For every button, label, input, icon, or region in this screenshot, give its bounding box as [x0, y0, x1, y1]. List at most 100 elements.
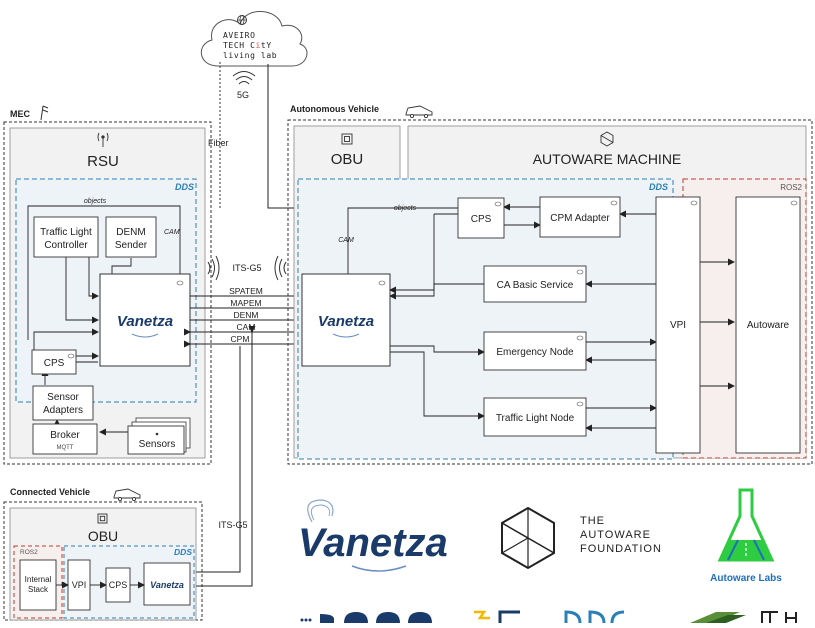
traffic-light-node-label: Traffic Light Node: [496, 413, 575, 424]
emergency-node-box: [483, 331, 587, 371]
ros2-label: ROS2: [780, 183, 802, 192]
cv-ros2-label: ROS2: [20, 549, 38, 556]
msg-mapem: MAPEM: [230, 298, 261, 308]
internal-stack-l1: Internal: [25, 575, 52, 584]
autoware-labs-text: Autoware Labs: [710, 573, 782, 584]
car-icon-av: [405, 105, 433, 119]
rsu-vanetza-label: Vanetza: [117, 313, 173, 330]
ros-logo-partial: [300, 612, 432, 623]
sensor-signal-icon: [155, 432, 159, 436]
ca-basic-service-box: [483, 265, 587, 303]
av-cps-label: CPS: [471, 214, 492, 225]
cv-vanetza-box: [143, 562, 191, 606]
av-container: [287, 119, 813, 465]
rsu-cps-label: CPS: [44, 358, 65, 369]
wifi-icon-right: [274, 255, 287, 281]
broker-sub-label: MQTT: [57, 445, 74, 451]
chip-icon-av: [341, 133, 353, 145]
internal-stack-box: [19, 559, 57, 611]
cloud-shape: [201, 11, 308, 67]
autoware-labs-logo: Autoware Labs: [710, 488, 782, 584]
its-g5-top-label: ITS-G5: [232, 263, 261, 273]
autoware-hex-icon: [600, 131, 614, 147]
autoware-foundation-l1: THE: [580, 515, 605, 527]
chip-icon-cv: [97, 513, 108, 524]
cpm-adapter-label: CPM Adapter: [550, 213, 610, 224]
sensors-stack: [127, 417, 191, 455]
cloud-living-lab: AVEIRO TECH CitY living lab: [201, 11, 308, 67]
wifi-icon-5g: [232, 71, 256, 85]
vpi-label: VPI: [670, 320, 686, 331]
autoware-machine-title: AUTOWARE MACHINE: [533, 151, 682, 167]
vanetza-logo: Vanetza: [298, 499, 448, 572]
ca-basic-service-label: CA Basic Service: [497, 280, 574, 291]
vpi-box: [655, 196, 701, 454]
broker-box: [32, 423, 98, 455]
link-5g-label: 5G: [237, 90, 249, 100]
cpm-adapter-box: [539, 196, 621, 238]
mec-label: MEC: [10, 109, 31, 119]
cloud-line-2: TECH CitY: [223, 41, 272, 50]
rsu-cam-label: CAM: [164, 229, 180, 236]
autoware-box: [735, 196, 801, 454]
av-objects-label: objects: [394, 205, 417, 212]
third-logo-partial: [690, 611, 797, 623]
its-g5-bottom-label: ITS-G5: [218, 520, 247, 530]
av-dds-label: DDS: [649, 182, 668, 192]
denm-sender-l1: DENM: [116, 227, 145, 238]
message-arrows: [184, 292, 301, 348]
av-cam-label: CAM: [338, 237, 354, 244]
traffic-light-controller-box: [33, 216, 99, 258]
cv-cps-box: [105, 567, 131, 603]
emergency-node-label: Emergency Node: [496, 347, 574, 358]
av-vanetza-label: Vanetza: [318, 313, 374, 330]
traffic-light-controller-l1: Traffic Light: [40, 227, 92, 238]
msg-spatem: SPATEM: [229, 286, 263, 296]
cloud-line-3: living lab: [223, 51, 277, 60]
rsu-objects-label: objects: [84, 198, 107, 205]
car-icon-cv: [113, 488, 141, 502]
msg-cpm: CPM: [231, 334, 250, 344]
cv-cps-label: CPS: [109, 580, 128, 590]
rsu-cps-box: [31, 349, 77, 375]
traffic-light-controller-l2: Controller: [44, 240, 88, 251]
autoware-foundation-logo: THE AUTOWARE FOUNDATION: [501, 506, 662, 570]
sensors-label: Sensors: [139, 439, 176, 450]
cv-label: Connected Vehicle: [10, 487, 90, 497]
msg-cam: CAM: [237, 322, 256, 332]
antenna-icon: [40, 105, 49, 121]
denm-sender-l2: Sender: [115, 240, 148, 251]
internal-stack-l2: Stack: [28, 585, 49, 594]
traffic-light-node-box: [483, 397, 587, 437]
av-label: Autonomous Vehicle: [290, 104, 379, 114]
broker-label: Broker: [50, 430, 80, 441]
cv-vpi-label: VPI: [72, 580, 87, 590]
sensor-adapters-box: [32, 385, 94, 421]
autoware-label: Autoware: [747, 320, 790, 331]
fiber-label: Fiber: [208, 138, 229, 148]
autoware-foundation-l3: FOUNDATION: [580, 543, 662, 555]
node-icons: [67, 200, 798, 407]
av-obu-title: OBU: [331, 151, 364, 168]
msg-denm: DENM: [233, 310, 258, 320]
vanetza-logo-text: Vanetza: [298, 521, 448, 565]
cv-link-b: [190, 326, 256, 587]
cv-link-a: [189, 346, 241, 576]
autoware-foundation-l2: AUTOWARE: [580, 529, 651, 541]
cloud-line-1: AVEIRO: [223, 31, 256, 40]
denm-sender-box: [105, 216, 157, 258]
mec-container: [3, 121, 212, 465]
cv-vanetza-label: Vanetza: [150, 580, 184, 590]
sensor-adapters-l1: Sensor: [47, 392, 79, 403]
rsu-dds-label: DDS: [175, 182, 194, 192]
cv-dds-label: DDS: [174, 547, 192, 557]
rsu-tower-icon: [97, 132, 109, 147]
av-connections: [347, 203, 735, 432]
av-vanetza-box: [301, 273, 391, 367]
rsu-title: RSU: [87, 153, 119, 170]
fastdds-logo-partial: [474, 610, 625, 624]
cv-obu-title: OBU: [88, 528, 118, 544]
wifi-icon-left: [207, 255, 220, 281]
sensor-adapters-l2: Adapters: [43, 405, 83, 416]
